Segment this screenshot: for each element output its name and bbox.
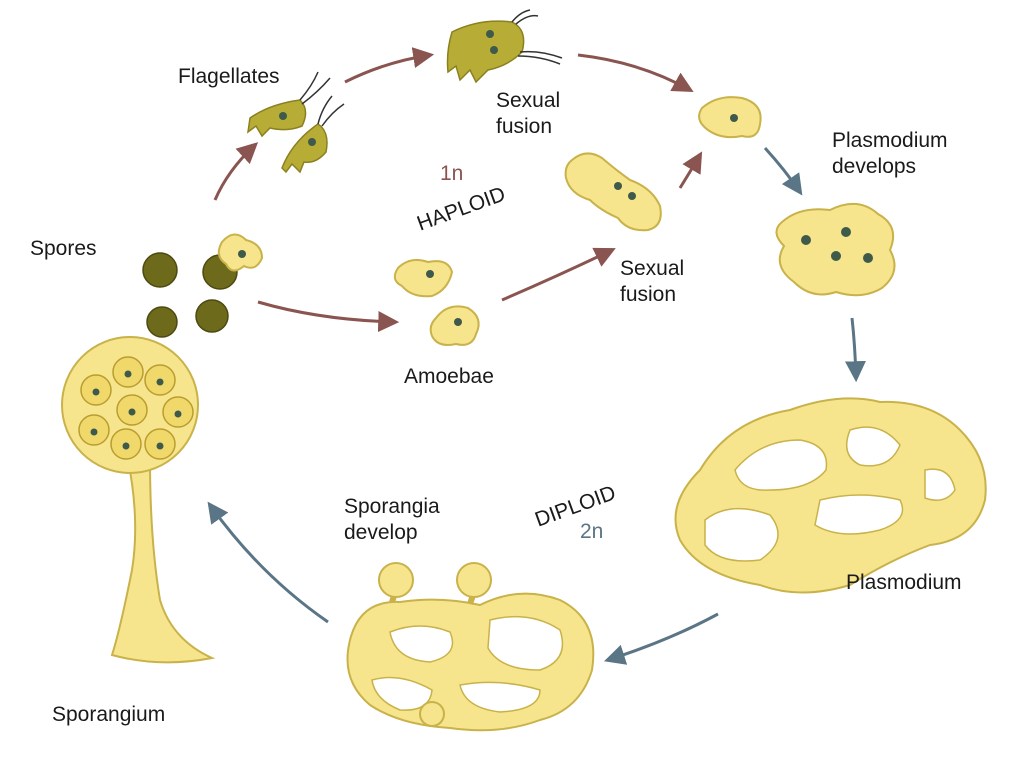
flagellate-cell: [281, 95, 345, 174]
label-sexual-fusion-mid-line1: Sexual: [620, 257, 685, 280]
developing-plasmodium: [775, 203, 896, 297]
label-amoebae: Amoebae: [404, 365, 494, 388]
label-sexual-fusion-top-line2: fusion: [496, 115, 553, 138]
arrow-spores-to-flagellates: [213, 142, 259, 201]
diploid-ploidy-label: 2n: [580, 520, 604, 543]
label-plasmodium-develops-line1: Plasmodium: [832, 129, 948, 152]
amoeba-cell: [393, 259, 454, 298]
sporangium-structure: [61, 336, 216, 664]
developing-sporangia: [346, 562, 595, 732]
sporangium-spores: [78, 356, 194, 460]
plasmodium-network: [674, 397, 987, 594]
flagellate-cell: [247, 71, 331, 138]
arrow-fusion-top-to-zygote: [577, 53, 694, 93]
label-flagellates: Flagellates: [178, 65, 280, 88]
arrow-spores-to-amoebae: [257, 300, 400, 333]
label-plasmodium-develops: Plasmodium develops: [832, 128, 948, 180]
haploid-ploidy-label: 1n: [440, 162, 464, 185]
arrow-plasmodium-to-sporangia: [604, 612, 719, 665]
zygote-cell: [698, 96, 762, 139]
label-sporangia-develop: Sporangia develop: [344, 494, 440, 546]
label-sporangium: Sporangium: [52, 703, 166, 726]
arrow-fusion-mid-to-zygote: [678, 151, 703, 189]
label-sexual-fusion-top: Sexual fusion: [496, 88, 560, 140]
fusing-flagellates: [446, 9, 563, 84]
label-sporangia-develop-line1: Sporangia: [344, 495, 440, 518]
arrow-amoebae-to-fusion: [501, 247, 616, 302]
label-sexual-fusion-top-line1: Sexual: [496, 89, 561, 112]
arrow-develops-to-plasmodium: [844, 317, 866, 383]
amoeba-cell: [429, 305, 480, 346]
label-spores: Spores: [30, 237, 97, 260]
label-plasmodium-develops-line2: develops: [832, 155, 917, 178]
label-plasmodium: Plasmodium: [846, 571, 962, 594]
fusing-amoebae: [564, 152, 662, 232]
label-sexual-fusion-mid-line2: fusion: [620, 283, 677, 306]
arrow-sporangia-to-sporangium: [207, 501, 329, 624]
spores-cluster: [142, 233, 264, 338]
label-sexual-fusion-mid: Sexual fusion: [620, 256, 684, 308]
arrow-flagellates-to-fusion: [344, 47, 435, 84]
label-sporangia-develop-line2: develop: [344, 521, 418, 544]
arrow-zygote-to-plasmodium-develops: [763, 146, 803, 196]
